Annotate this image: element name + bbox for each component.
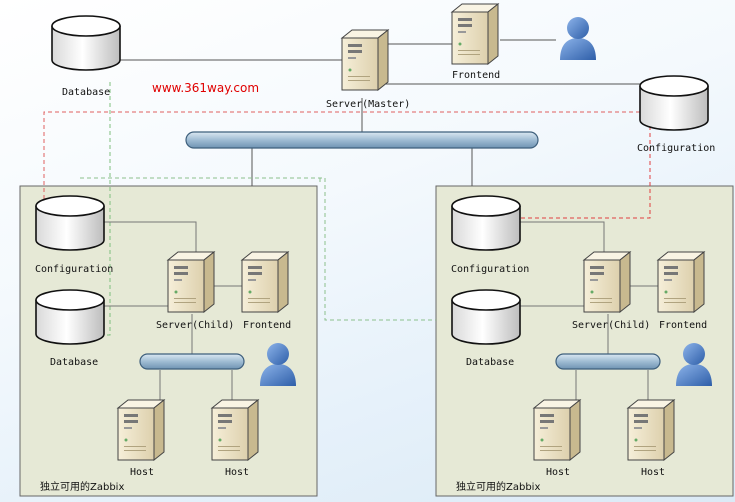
left-frontend-icon — [241, 251, 289, 313]
right-frontend-icon — [657, 251, 705, 313]
right-node-links — [520, 221, 658, 400]
master-links — [102, 39, 640, 186]
left-node-links — [102, 221, 242, 400]
right-frontend-label: Frontend — [659, 320, 708, 331]
left-database-label: Database — [50, 357, 99, 368]
right-server-icon — [583, 251, 631, 313]
replication-links — [43, 82, 651, 336]
right-server-label: Server(Child) — [572, 320, 651, 331]
left-network-bus — [139, 353, 245, 370]
right-network-bus — [555, 353, 661, 370]
right-host2-label: Host — [641, 467, 666, 478]
right-node-caption: 独立可用的Zabbix — [456, 482, 541, 493]
left-node-caption: 独立可用的Zabbix — [40, 482, 125, 493]
left-host2-icon — [211, 399, 259, 461]
right-host1-label: Host — [546, 467, 571, 478]
watermark: www.361way.com — [152, 81, 260, 95]
left-server-label: Server(Child) — [156, 320, 235, 331]
master-server-icon — [341, 29, 389, 91]
left-host1-label: Host — [130, 467, 155, 478]
master-network-bus — [185, 131, 539, 149]
left-frontend-label: Frontend — [243, 320, 292, 331]
master-user-icon — [560, 17, 596, 60]
left-server-icon — [167, 251, 215, 313]
right-database-label: Database — [466, 357, 515, 368]
left-configuration-label: Configuration — [35, 264, 114, 275]
right-host1-icon — [533, 399, 581, 461]
left-host1-icon — [117, 399, 165, 461]
master-frontend-icon — [451, 3, 499, 65]
master-configuration-label: Configuration — [637, 143, 716, 154]
master-frontend-label: Frontend — [452, 70, 501, 81]
right-database-icon — [451, 289, 521, 345]
master-server-label: Server(Master) — [326, 99, 411, 110]
right-configuration-icon — [451, 195, 521, 251]
left-host2-label: Host — [225, 467, 250, 478]
left-configuration-icon — [35, 195, 105, 251]
right-configuration-label: Configuration — [451, 264, 530, 275]
master-database-label: Database — [62, 87, 111, 98]
left-database-icon — [35, 289, 105, 345]
master-database-icon — [51, 15, 121, 71]
master-configuration-icon — [639, 75, 709, 131]
right-host2-icon — [627, 399, 675, 461]
